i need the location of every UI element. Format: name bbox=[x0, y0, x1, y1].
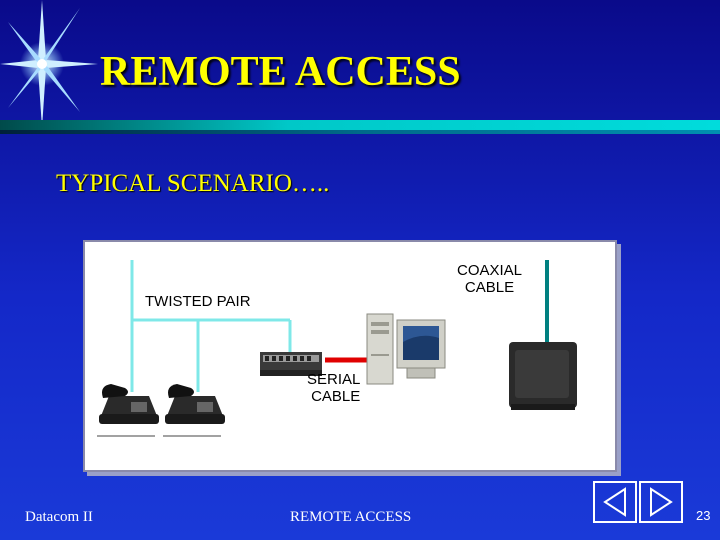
slide-subtitle: TYPICAL SCENARIO….. bbox=[56, 170, 330, 197]
page-number: 23 bbox=[696, 508, 711, 523]
network-hub-icon bbox=[260, 352, 322, 376]
forward-arrow-icon bbox=[650, 487, 673, 517]
back-arrow-icon bbox=[603, 487, 626, 517]
twisted-pair-label: TWISTED PAIR bbox=[145, 293, 251, 310]
network-diagram: TWISTED PAIR COAXIAL CABLE SERIAL CABLE bbox=[83, 240, 617, 472]
coaxial-label-line2: CABLE bbox=[464, 279, 515, 296]
telephone-icon bbox=[97, 384, 159, 437]
title-divider-shadow bbox=[0, 130, 720, 134]
slide-title: REMOTE ACCESS bbox=[100, 49, 461, 95]
television-icon bbox=[509, 342, 577, 410]
coaxial-label-line1: COAXIAL bbox=[457, 262, 523, 279]
serial-label-line1: SERIAL bbox=[307, 371, 361, 388]
footer-slide-title: REMOTE ACCESS bbox=[290, 509, 412, 525]
previous-slide-button[interactable] bbox=[593, 481, 637, 523]
twisted-pair-cable bbox=[130, 260, 292, 392]
serial-cable-label: SERIAL CABLE bbox=[307, 371, 360, 405]
next-slide-button[interactable] bbox=[639, 481, 683, 523]
title-divider bbox=[0, 120, 720, 130]
coaxial-cable-label: COAXIAL CABLE bbox=[457, 262, 522, 296]
serial-label-line2: CABLE bbox=[311, 388, 361, 405]
desktop-computer-icon bbox=[366, 313, 446, 385]
star-burst-icon bbox=[0, 0, 98, 128]
slide-navigation bbox=[593, 481, 683, 523]
telephone-icon bbox=[163, 384, 225, 437]
footer-course-name: Datacom II bbox=[25, 509, 93, 525]
